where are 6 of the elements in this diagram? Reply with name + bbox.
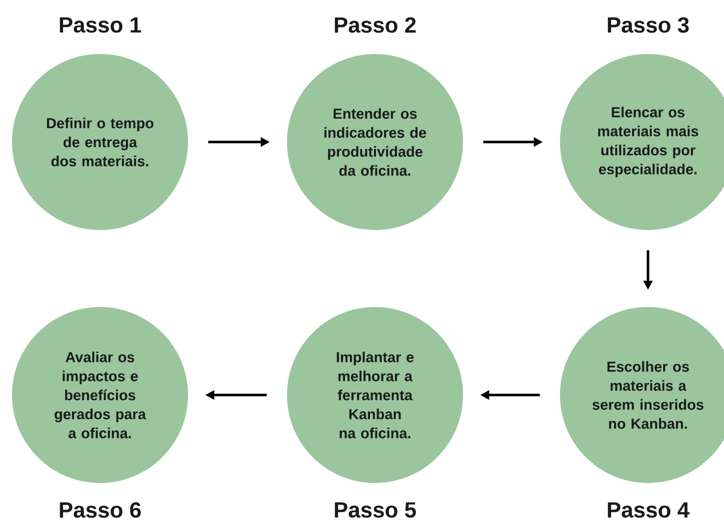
step-title: Passo 1	[60, 17, 141, 33]
step-title: Passo 4	[608, 502, 690, 518]
step-title: Passo 2	[334, 17, 416, 33]
step-title: Passo 6	[60, 502, 141, 518]
step-title: Passo 5	[334, 502, 416, 518]
step-title: Passo 3	[608, 17, 689, 33]
